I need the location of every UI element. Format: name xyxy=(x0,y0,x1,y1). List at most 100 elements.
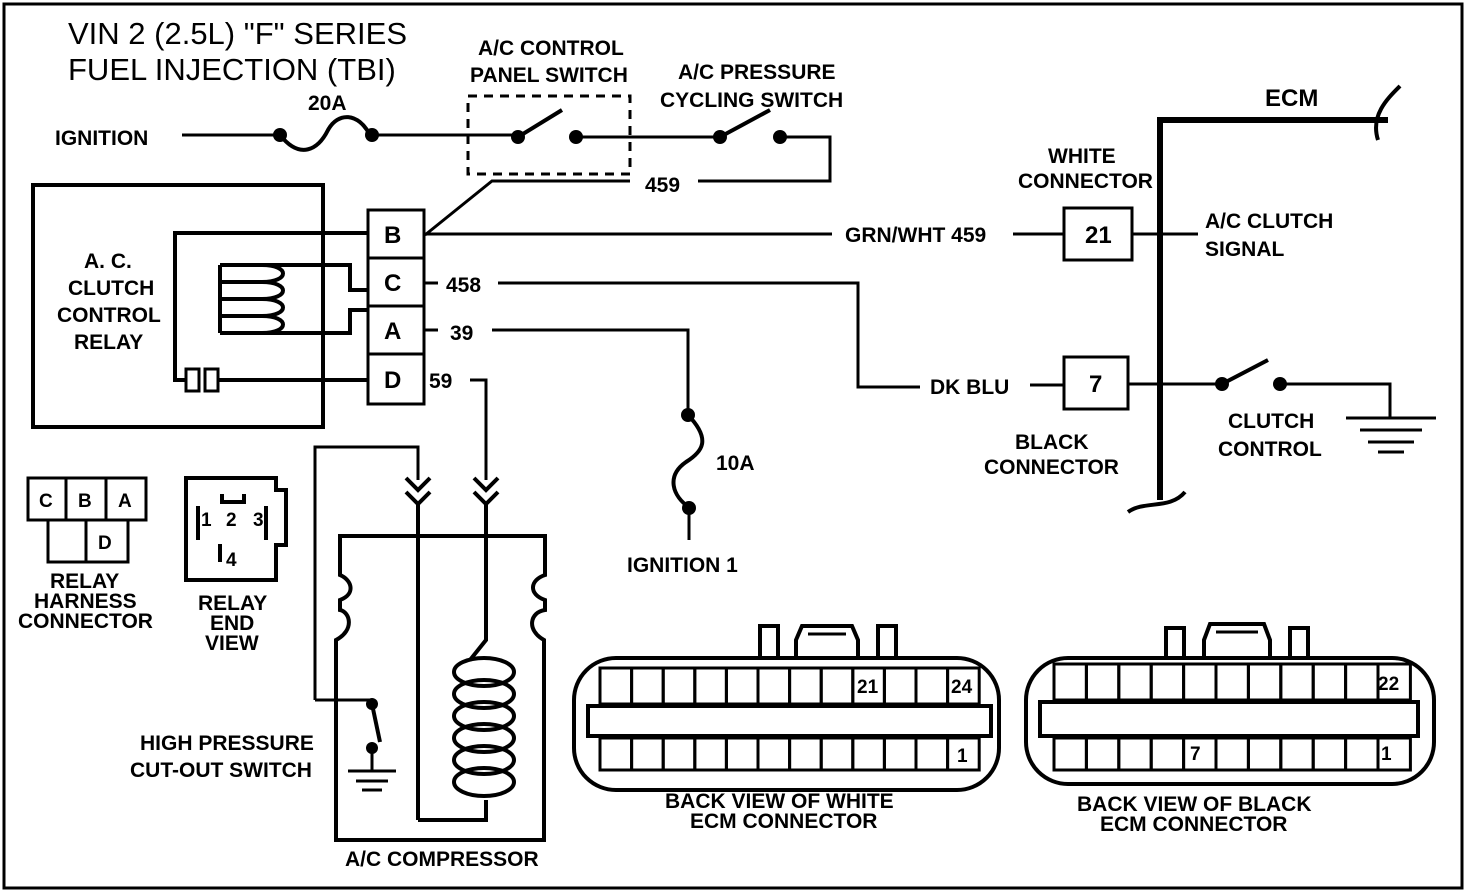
ac-pressure-label-line1: A/C PRESSURE xyxy=(678,61,836,84)
white-ecm-cell xyxy=(914,666,950,706)
harness-c-label: C xyxy=(39,491,53,512)
relay-end-view-key xyxy=(220,494,246,504)
relay-end-label-line2: END xyxy=(210,612,254,635)
relay-end-label-line3: VIEW xyxy=(205,632,259,655)
white-ecm-cell xyxy=(946,736,981,772)
relay-terminal-a xyxy=(366,304,426,356)
black-ecm-cell xyxy=(1149,736,1186,772)
white-ecm-cell xyxy=(819,666,855,706)
harness-cell-c xyxy=(26,476,68,522)
clutch-switch-blade xyxy=(1221,358,1269,386)
relay-coil-lead-a xyxy=(220,308,368,335)
end-view-pin-2: 2 xyxy=(226,510,237,531)
black-ecm-cell xyxy=(1246,736,1283,772)
black-ecm-cell xyxy=(1117,662,1153,702)
terminal-c-label: C xyxy=(384,270,401,297)
white-ecm-cell xyxy=(882,666,918,706)
white-ecm-label-line2: ECM CONNECTOR xyxy=(690,810,877,833)
relay-contact-lead-b xyxy=(173,231,368,382)
diagram-title-line2: FUEL INJECTION (TBI) xyxy=(68,52,396,87)
ecm-label: ECM xyxy=(1265,85,1318,112)
black-ecm-cell xyxy=(1246,662,1283,702)
white-ecm-cell xyxy=(724,736,760,772)
wire-459-return xyxy=(698,135,832,183)
ignition-label: IGNITION xyxy=(55,127,148,150)
black-ecm-pin-7-label: 7 xyxy=(1190,744,1201,765)
black-ecm-cell xyxy=(1052,662,1088,702)
wire-459-label: 459 xyxy=(645,174,680,197)
wire-458 xyxy=(498,281,920,389)
ac-control-panel-switch-housing xyxy=(466,94,632,176)
white-connector-label-line2: CONNECTOR xyxy=(1018,170,1153,193)
white-connector-label-line1: WHITE xyxy=(1048,145,1116,168)
white-ecm-cell xyxy=(661,736,697,772)
white-ecm-connector xyxy=(572,624,1001,792)
end-view-pin-3: 3 xyxy=(253,510,264,531)
ac-clutch-signal-label-line2: SIGNAL xyxy=(1205,238,1285,261)
ecm-ground-symbol xyxy=(1346,416,1436,454)
ecm-boundary xyxy=(1157,117,1388,500)
black-ecm-cell xyxy=(1344,736,1380,772)
black-ecm-cell xyxy=(1117,736,1153,772)
pin-7-label: 7 xyxy=(1089,371,1102,398)
white-ecm-cell xyxy=(693,736,728,772)
ac-control-label-line1: A/C CONTROL xyxy=(478,37,624,60)
black-ecm-pin-1-label: 1 xyxy=(1381,744,1392,765)
fuse-10a-label: 10A xyxy=(716,452,755,475)
relay-coil-lead-c xyxy=(220,263,368,292)
clutch-control-label-line2: CONTROL xyxy=(1218,438,1322,461)
white-ecm-cell xyxy=(693,666,728,706)
compressor-connector-left xyxy=(404,476,432,507)
white-ecm-cell xyxy=(598,736,634,772)
black-connector-label-line2: CONNECTOR xyxy=(984,456,1119,479)
black-ecm-pin-22-label: 22 xyxy=(1378,674,1399,695)
wire-459-to-terminal-b xyxy=(424,179,630,237)
relay-terminal-d xyxy=(366,352,426,406)
white-ecm-cell xyxy=(724,666,760,706)
black-connector-pin-7 xyxy=(1062,355,1130,411)
black-ecm-connector xyxy=(1024,622,1436,786)
wire-59 xyxy=(470,378,488,480)
white-ecm-cell xyxy=(914,736,950,772)
white-ecm-cell xyxy=(882,736,918,772)
white-ecm-cell xyxy=(788,666,823,706)
black-ecm-cell xyxy=(1084,736,1121,772)
terminal-a-label: A xyxy=(384,318,401,345)
terminal-b-label: B xyxy=(384,222,401,249)
black-ecm-label-line2: ECM CONNECTOR xyxy=(1100,813,1287,836)
ecm-boundary-break-bottom xyxy=(1126,490,1187,514)
black-ecm-cell xyxy=(1311,736,1348,772)
harness-a-label: A xyxy=(118,491,132,512)
clutch-control-label-line1: CLUTCH xyxy=(1228,410,1314,433)
panel-switch-blade xyxy=(516,108,564,139)
wire-clutch-to-ground xyxy=(1280,382,1392,418)
ac-clutch-signal-label-line1: A/C CLUTCH xyxy=(1205,210,1333,233)
compressor-feed-wire xyxy=(313,445,420,700)
fuse-20a-label: 20A xyxy=(308,92,347,115)
relay-harness-label-line1: RELAY xyxy=(50,570,119,593)
compressor-lead-bottom xyxy=(418,800,488,822)
wire-59-label: 59 xyxy=(429,370,452,393)
relay-terminal-c xyxy=(366,256,426,308)
hp-switch-blade xyxy=(370,703,382,743)
white-ecm-pin-1-label: 1 xyxy=(957,746,968,767)
white-ecm-pin-24-label: 24 xyxy=(951,677,973,698)
ac-compressor-body xyxy=(334,534,547,842)
harness-d-label: D xyxy=(98,533,112,554)
diagram-title-line1: VIN 2 (2.5L) "F" SERIES xyxy=(68,16,407,51)
pin-21-label: 21 xyxy=(1085,222,1112,249)
relay-end-view-outline xyxy=(184,476,288,582)
relay-label-line3: CONTROL xyxy=(57,304,161,327)
black-ecm-cell xyxy=(1279,736,1315,772)
black-ecm-cell xyxy=(1376,736,1412,772)
compressor-lead-right xyxy=(468,504,488,662)
white-ecm-cell xyxy=(756,736,792,772)
grn-wht-459-label: GRN/WHT 459 xyxy=(845,224,986,247)
fuse-10a-element xyxy=(671,413,705,510)
relay-end-label-line1: RELAY xyxy=(198,592,267,615)
relay-harness-label-line3: CONNECTOR xyxy=(18,610,153,633)
compressor-label: A/C COMPRESSOR xyxy=(345,848,539,871)
black-ecm-cell xyxy=(1182,662,1218,702)
